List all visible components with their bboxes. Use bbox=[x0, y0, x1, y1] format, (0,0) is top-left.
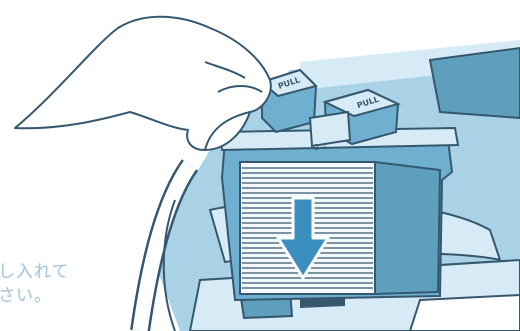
hand bbox=[15, 17, 271, 150]
caption-line-1: し入れて bbox=[0, 262, 70, 282]
filter-cartridge bbox=[220, 128, 458, 300]
caption-line-2: さい。 bbox=[0, 286, 52, 306]
center-mark: 2→ bbox=[314, 143, 326, 152]
